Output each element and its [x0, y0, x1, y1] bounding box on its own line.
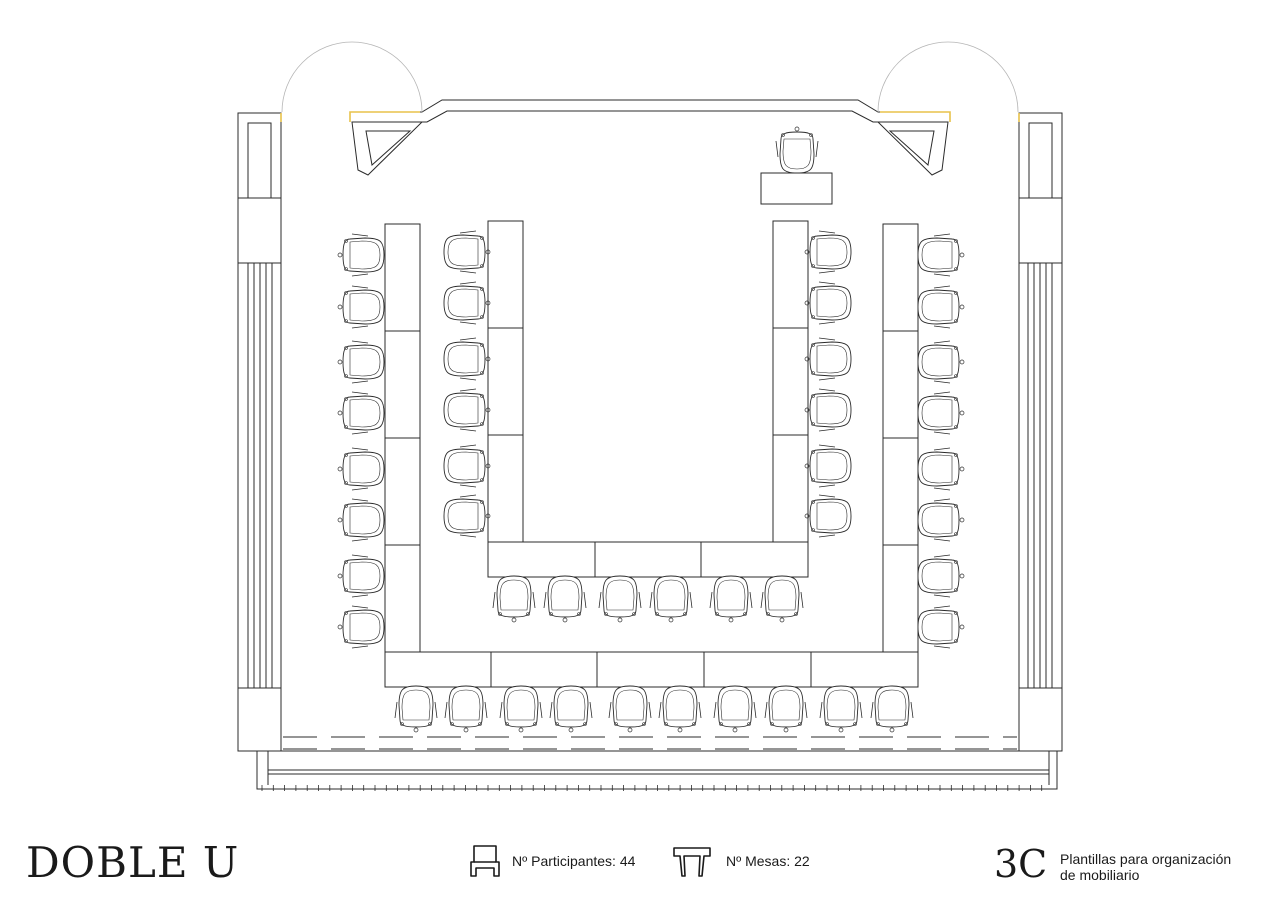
chair [918, 499, 964, 541]
chair [805, 445, 851, 487]
table [772, 327, 809, 436]
tables [384, 220, 919, 688]
chair [870, 685, 914, 733]
brand-logo: 3C [994, 842, 1048, 886]
chair [918, 392, 964, 434]
tables-count: Nº Mesas: 22 [726, 853, 810, 869]
brand-tagline-line2: de mobiliario [1060, 867, 1140, 883]
chair [492, 575, 536, 623]
chair [805, 338, 851, 380]
chair [608, 685, 652, 733]
chair [805, 282, 851, 324]
chair [338, 286, 384, 328]
chair [338, 392, 384, 434]
chair [819, 685, 863, 733]
chair [658, 685, 702, 733]
chair-icon [470, 845, 500, 877]
dashed-guides [283, 736, 1017, 750]
table [882, 437, 919, 546]
table [810, 651, 919, 688]
door-swings [281, 41, 1019, 113]
chair [444, 231, 490, 273]
chair [918, 341, 964, 383]
chair [918, 448, 964, 490]
table [384, 330, 421, 439]
table [384, 544, 421, 653]
chair [918, 234, 964, 276]
chair [338, 448, 384, 490]
table [487, 541, 596, 578]
layout-title: DOBLE U [26, 838, 240, 887]
chair [598, 575, 642, 623]
table [703, 651, 812, 688]
chair [805, 495, 851, 537]
table [596, 651, 705, 688]
table-icon [673, 847, 711, 877]
table [384, 437, 421, 546]
chair [805, 389, 851, 431]
chair [649, 575, 693, 623]
table [594, 541, 703, 578]
chair [394, 685, 438, 733]
table [490, 651, 599, 688]
table [384, 651, 493, 688]
table [772, 434, 809, 543]
table [384, 223, 421, 332]
presenter-desk [760, 127, 833, 205]
chair [760, 575, 804, 623]
brand-tagline-line1: Plantillas para organización [1060, 851, 1232, 867]
chair [444, 389, 490, 431]
brand-tagline: Plantillas para organización de mobiliar… [1060, 851, 1231, 883]
chair [444, 445, 490, 487]
chair [764, 685, 808, 733]
chair [709, 575, 753, 623]
floor-plan [237, 41, 1063, 791]
chair [444, 282, 490, 324]
chair [338, 341, 384, 383]
chair [338, 555, 384, 597]
door-accents [280, 111, 1020, 122]
chair [918, 606, 964, 648]
table [772, 220, 809, 329]
table [487, 220, 524, 329]
chair [338, 234, 384, 276]
chair [338, 606, 384, 648]
chair [805, 231, 851, 273]
chair [338, 499, 384, 541]
chair [444, 338, 490, 380]
chair [918, 286, 964, 328]
table [700, 541, 809, 578]
chair [549, 685, 593, 733]
chair [713, 685, 757, 733]
chair [499, 685, 543, 733]
chair [543, 575, 587, 623]
participants-count: Nº Participantes: 44 [512, 853, 636, 869]
chair [444, 495, 490, 537]
bottom-ticks [261, 785, 1043, 791]
table [487, 434, 524, 543]
table [882, 330, 919, 439]
table [882, 544, 919, 653]
walls [237, 99, 1063, 790]
table [487, 327, 524, 436]
chair [444, 685, 488, 733]
table [882, 223, 919, 332]
chair [918, 555, 964, 597]
